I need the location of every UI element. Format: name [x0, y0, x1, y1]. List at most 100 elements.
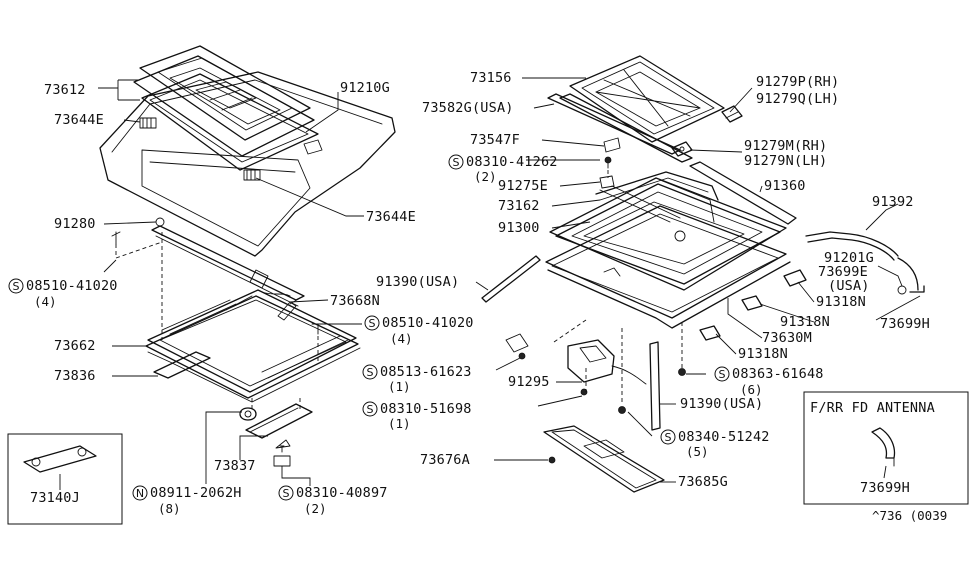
s-symbol: S — [369, 317, 376, 330]
inset-antenna — [803, 391, 969, 505]
rail-91360 — [689, 161, 797, 225]
label-08310-51698-qty: (1) — [388, 416, 411, 431]
label-91279M: 91279M(RH) — [744, 138, 827, 154]
alignment-lines-right — [553, 170, 683, 404]
label-73685G: 73685G — [678, 474, 728, 490]
label-08310-40897: 08310-40897 — [296, 485, 388, 501]
label-73699H: 73699H — [880, 316, 930, 332]
label-08340-51242-qty: (5) — [686, 444, 709, 459]
document-code: ^736 (0039 — [872, 508, 947, 523]
label-91390-usa-b: 91390(USA) — [680, 396, 763, 412]
label-73662: 73662 — [54, 338, 96, 354]
glass-lid-73156 — [559, 55, 725, 163]
grommet-08911 — [239, 407, 257, 421]
label-08510-41020-a-qty: (4) — [34, 294, 57, 309]
label-91279Q: 91279Q(LH) — [756, 91, 839, 107]
label-73644E-a: 73644E — [54, 112, 104, 128]
label-73140J: 73140J — [30, 490, 80, 506]
clip-91318N-c — [699, 325, 721, 341]
label-08911-2062H: 08911-2062H — [150, 485, 242, 501]
label-73582G: 73582G(USA) — [422, 100, 514, 116]
trim-73837 — [245, 403, 313, 467]
cable-73668N — [277, 297, 301, 321]
label-73162: 73162 — [498, 198, 540, 214]
tray-73685G — [543, 425, 665, 493]
rail-91280 — [111, 217, 305, 307]
label-91318N-a: 91318N — [816, 294, 866, 310]
clip-73547F — [603, 137, 621, 153]
label-73699H-inset: 73699H — [860, 480, 910, 496]
motor-91295 — [505, 333, 647, 396]
screw-08510-41020-b — [279, 323, 325, 453]
label-91210G: 91210G — [340, 80, 390, 96]
clip-91318N-b — [741, 295, 763, 311]
n-symbol: N — [136, 487, 144, 500]
label-73547F: 73547F — [470, 132, 520, 148]
label-91318N-b: 91318N — [780, 314, 830, 330]
label-08363-61648-qty: (6) — [740, 382, 763, 397]
label-08310-51698: 08310-51698 — [380, 401, 472, 417]
inset-title: F/RR FD ANTENNA — [810, 400, 935, 416]
bracket-91279PQ — [721, 105, 743, 123]
label-73630M: 73630M — [762, 330, 812, 346]
part-labels: 73612 91210G 73644E 73644E 91280 08510-4… — [26, 70, 947, 523]
label-08310-41262-qty: (2) — [474, 169, 497, 184]
clip-91318N-a — [783, 269, 807, 287]
label-91275E: 91275E — [498, 178, 548, 194]
s-symbol: S — [367, 403, 374, 416]
label-08510-41020-a: 08510-41020 — [26, 278, 118, 294]
label-91279P: 91279P(RH) — [756, 74, 839, 90]
label-73699E: 73699E — [818, 264, 868, 280]
label-73156: 73156 — [470, 70, 512, 86]
label-08911-2062H-qty: (8) — [158, 501, 181, 516]
label-08513-61623-qty: (1) — [388, 379, 411, 394]
drain-frame-73630M — [545, 205, 791, 329]
clip-73644E — [139, 117, 323, 181]
label-91300: 91300 — [498, 220, 540, 236]
label-08310-41262: 08310-41262 — [466, 154, 558, 170]
label-73676A: 73676A — [420, 452, 470, 468]
label-91279N: 91279N(LH) — [744, 153, 827, 169]
rod-91390-a — [481, 255, 541, 303]
alignment-lines-left — [115, 232, 319, 410]
label-73668N: 73668N — [330, 293, 380, 309]
weatherstrip-73162 — [595, 171, 719, 201]
label-91360: 91360 — [764, 178, 806, 194]
label-91392: 91392 — [872, 194, 914, 210]
label-91295: 91295 — [508, 374, 550, 390]
label-91280: 91280 — [54, 216, 96, 232]
screw-08340-51242 — [618, 406, 626, 414]
s-symbol: S — [453, 156, 460, 169]
label-73836: 73836 — [54, 368, 96, 384]
inset-73140J — [7, 433, 123, 525]
label-91318N-c: 91318N — [738, 346, 788, 362]
hose-91392 — [805, 231, 925, 295]
s-symbol: S — [719, 368, 726, 381]
label-91390-usa-a: 91390(USA) — [376, 274, 459, 290]
frame-91300 — [549, 177, 787, 291]
lid-73612 — [133, 45, 319, 171]
label-08510-41020-b-qty: (4) — [390, 331, 413, 346]
label-73644E-b: 73644E — [366, 209, 416, 225]
s-symbol: S — [283, 487, 290, 500]
s-symbol: S — [665, 431, 672, 444]
leader-lines — [59, 77, 921, 490]
screw-08310-41262 — [599, 156, 615, 189]
circled-symbols: S S N S S S S S S — [8, 154, 730, 501]
label-73837: 73837 — [214, 458, 256, 474]
label-08340-51242: 08340-51242 — [678, 429, 770, 445]
label-91201G: 91201G — [824, 250, 874, 266]
rod-91390-b — [649, 341, 661, 431]
headlining-91210G — [99, 71, 396, 257]
label-73612: 73612 — [44, 82, 86, 98]
sunshade-frame-73662 — [145, 289, 361, 403]
s-symbol: S — [367, 366, 374, 379]
label-73699E-usa: (USA) — [828, 278, 870, 294]
label-08310-40897-qty: (2) — [304, 501, 327, 516]
label-08510-41020-b: 08510-41020 — [382, 315, 474, 331]
label-08363-61648: 08363-61648 — [732, 366, 824, 382]
s-symbol: S — [13, 280, 20, 293]
label-08513-61623: 08513-61623 — [380, 364, 472, 380]
